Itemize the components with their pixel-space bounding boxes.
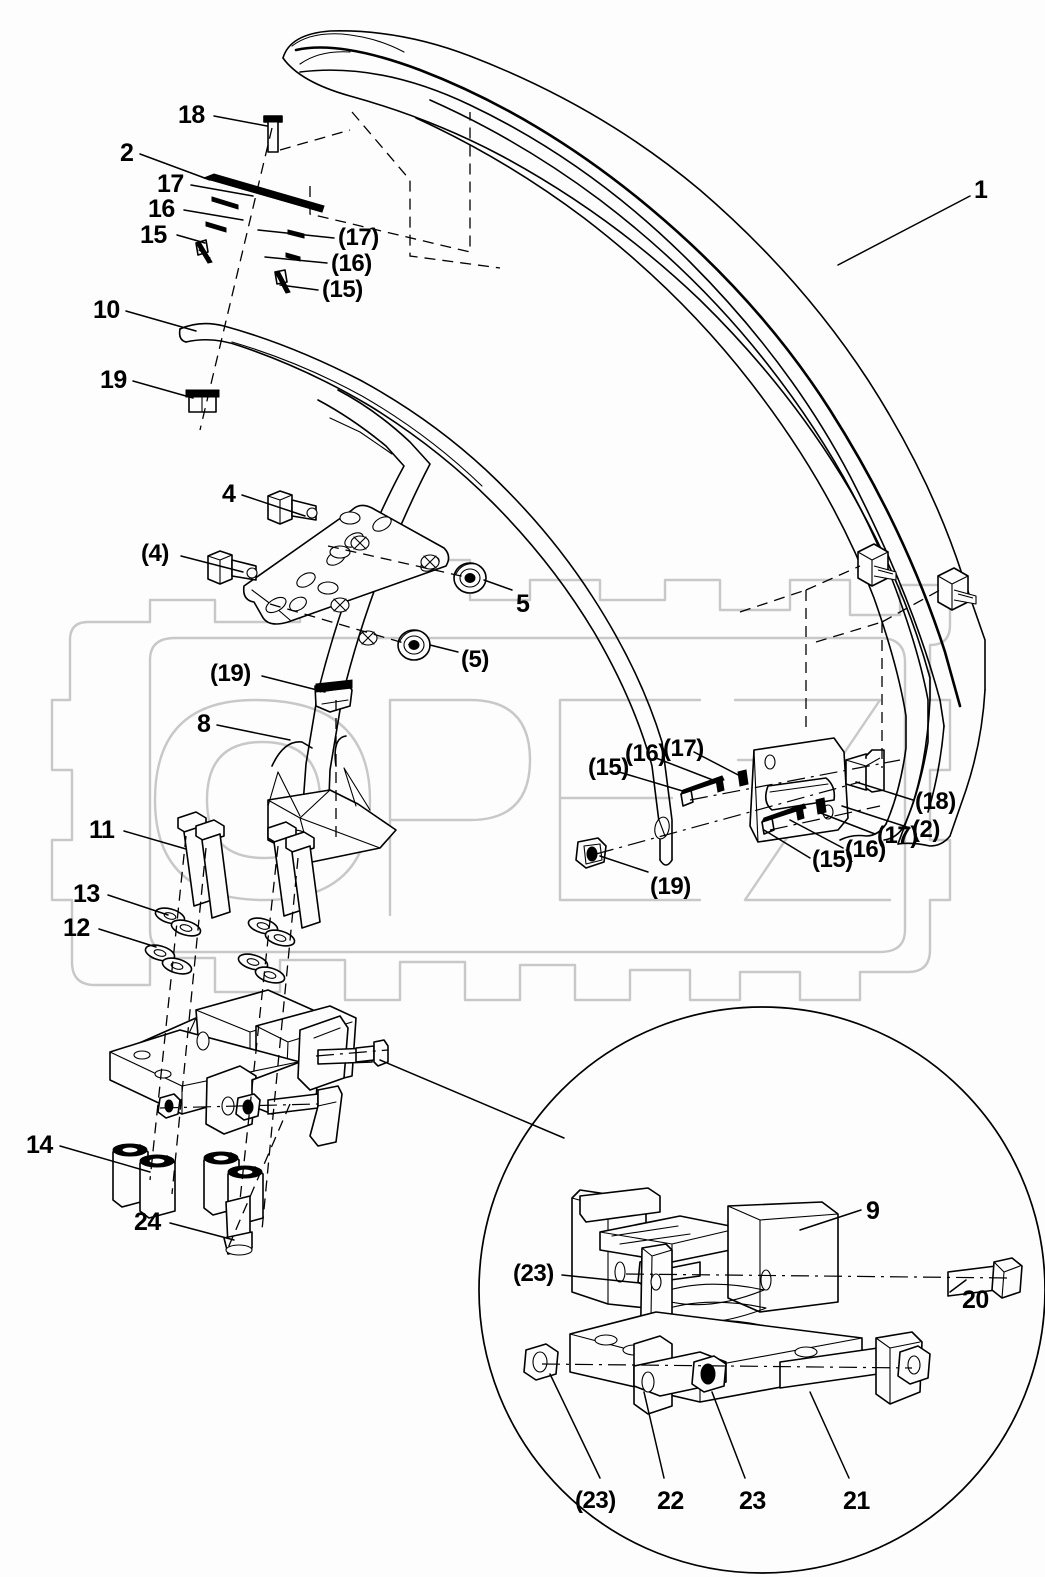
- callout-16: 16: [148, 195, 175, 223]
- part-19-nut-upper: [185, 389, 220, 413]
- callout-17-plate-2: (17): [877, 822, 918, 849]
- part-19-nut-left-of-plate: [575, 837, 607, 869]
- callout-23: 23: [739, 1487, 766, 1515]
- callout-2-plate: (2): [912, 816, 940, 843]
- part-8-support-arm: [267, 389, 431, 863]
- arm-hole-column: [317, 511, 440, 646]
- callout-leaders: [59, 115, 971, 1479]
- part-18-pin: [263, 115, 283, 153]
- part-11-bolts: [177, 811, 321, 929]
- callout-5-paren: (5): [461, 646, 489, 673]
- callout-12: 12: [63, 914, 90, 942]
- callout-17-paren: (17): [338, 224, 379, 251]
- part-10-inner-guard: [178, 322, 673, 866]
- callout-8: 8: [197, 710, 211, 738]
- callout-2: 2: [120, 139, 134, 167]
- part-4-pin-upper: [267, 490, 318, 525]
- bracket-bolt-right: [355, 1039, 389, 1067]
- callout-16-paren: (16): [331, 250, 372, 277]
- part-15-bolt-left: [195, 239, 213, 264]
- callout-11: 11: [89, 816, 115, 844]
- part-19-flange-nut-arm: [314, 679, 353, 713]
- part-24-pin: [223, 1195, 253, 1256]
- callout-20: 20: [962, 1286, 989, 1314]
- detail-assembly: [523, 1187, 1023, 1415]
- part-5-locknut-lower: [397, 629, 431, 661]
- part-12-washers: [144, 944, 286, 984]
- callout-9: 9: [866, 1197, 880, 1225]
- part-4-pin-lower: [207, 550, 258, 585]
- assembly-axes: [149, 111, 1011, 1369]
- callout-18-plate: (18): [915, 788, 956, 815]
- callout-10: 10: [93, 296, 120, 324]
- callout-15-plate-2: (15): [812, 846, 853, 873]
- callout-15-plate: (15): [588, 754, 629, 781]
- part-17-washer-left: [211, 196, 239, 210]
- callout-5: 5: [516, 590, 530, 618]
- part-15-bolt-right: [274, 269, 291, 294]
- mount-bracket-assembly: [109, 989, 373, 1135]
- callout-16-plate-2: (16): [845, 836, 886, 863]
- part-1-fender-outer: [282, 30, 986, 847]
- callout-21: 21: [843, 1487, 870, 1515]
- guard-lower-slot: [654, 816, 670, 840]
- callout-19-plate: (19): [650, 873, 691, 900]
- callout-23-detail-left: (23): [513, 1260, 554, 1287]
- part-16-washer-left: [205, 221, 227, 233]
- callout-16-plate: (16): [625, 740, 666, 767]
- callout-15-paren: (15): [322, 276, 363, 303]
- callout-4: 4: [222, 480, 236, 508]
- part-2-trim-strip: [202, 173, 325, 213]
- callout-13: 13: [73, 880, 100, 908]
- callout-17: 17: [157, 170, 184, 198]
- callout-1: 1: [974, 176, 988, 204]
- callout-15: 15: [140, 221, 167, 249]
- part-13-washers: [154, 907, 296, 947]
- bracket-lower-hardware: [157, 1085, 343, 1147]
- detail-view-circle: [379, 1006, 1045, 1574]
- callout-17-plate: (17): [663, 735, 704, 762]
- fender-clip-lower: [937, 567, 977, 611]
- callout-24: 24: [134, 1208, 161, 1236]
- callout-19-paren: (19): [210, 660, 251, 687]
- callout-14: 14: [26, 1131, 53, 1159]
- callout-19: 19: [100, 366, 127, 394]
- fender-clip-upper: [857, 543, 897, 587]
- callout-23-detail-bottom: (23): [575, 1487, 616, 1514]
- callout-22: 22: [657, 1487, 684, 1515]
- callout-18: 18: [178, 101, 205, 129]
- callout-4-paren: (4): [141, 540, 169, 567]
